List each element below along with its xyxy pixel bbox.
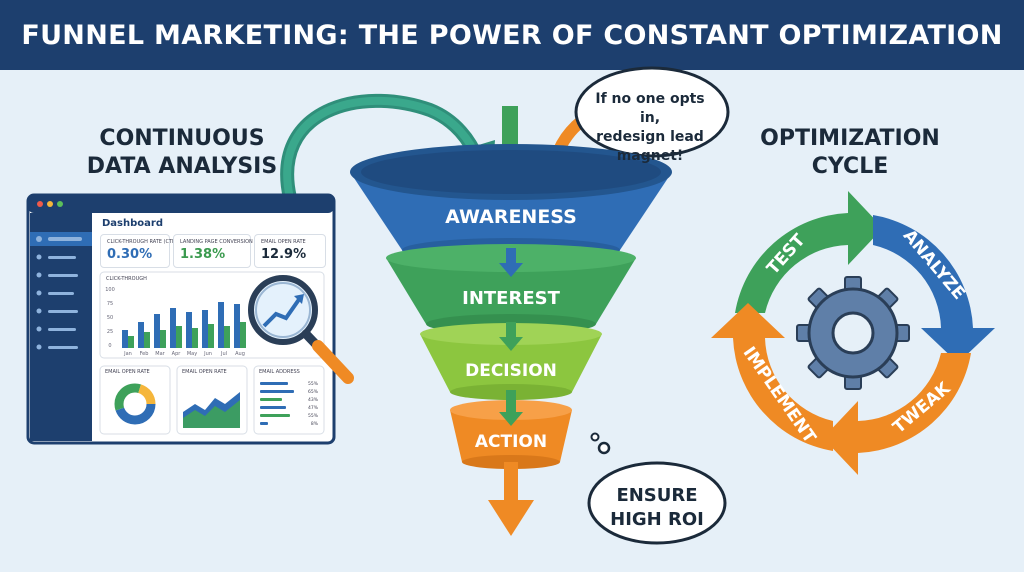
optimization-cycle-title: OPTIMIZATION CYCLE [740,125,960,181]
kpi-card-ctr: CLICK-THROUGH RATE (CTR) 0.30% [100,234,177,268]
page-header: FUNNEL MARKETING: THE POWER OF CONSTANT … [0,0,1024,70]
kpi-label: EMAIL OPEN RATE [261,239,306,245]
dashboard-y-tick: 100 [105,287,115,293]
dashboard-y-tick: 75 [107,301,113,307]
dashboard-y-tick: 50 [107,315,113,321]
page-title: FUNNEL MARKETING: THE POWER OF CONSTANT … [21,19,1003,51]
dashboard-month-label: Jun [203,351,212,357]
tip-line: magnet! [616,148,684,164]
bar-chart-label: CLICK-THROUGH [106,276,147,282]
dashboard-bar [234,304,240,348]
funnel-stage-action-shape [450,410,572,462]
kpi-value: 1.38% [180,247,226,262]
goal-bubble [587,461,727,545]
funnel-stage-decision: DECISION [465,361,557,381]
dashboard-bar [176,326,182,348]
funnel-stage-action: ACTION [474,432,548,452]
dashboard-y-tick: 0 [108,343,111,349]
dashboard-title: Dashboard [102,218,163,229]
funnel-stage-awareness: AWARENESS [445,206,577,228]
dashboard-month-label: Feb [140,351,149,357]
progress-bars: 55% 65% 43% 47% 55% 8% [260,381,319,427]
data-analysis-title-line2: DATA ANALYSIS [86,154,278,179]
dashboard-month-label: May [187,351,197,357]
dashboard-bar [224,326,230,348]
dashboard-bar-chart [122,302,246,348]
dashboard-bar [160,330,166,348]
dashboard-month-label: Jan [123,351,132,357]
kpi-label: LANDING PAGE CONVERSION RATE [180,239,267,245]
cycle-arrow-test [735,191,883,313]
funnel-stage-interest: INTEREST [462,288,560,309]
funnel-stage-interest-shape [386,258,636,324]
dashboard-bar [186,312,192,348]
dashboard-bar [192,328,198,348]
bottom-card-label: EMAIL OPEN RATE [182,369,227,375]
dashboard-month-label: Jul [220,351,227,357]
optimization-cycle [711,191,995,475]
progress-bar [260,390,294,393]
gear-icon [796,276,910,390]
output-arrow-shaft [504,462,518,506]
kpi-label: CLICK-THROUGH RATE (CTR) [107,239,178,245]
progress-bar-value: 47% [308,405,319,411]
dashboard-bar [170,308,176,348]
funnel-stage-decision-shape [420,334,602,392]
data-analysis-title-line1: CONTINUOUS [99,126,265,151]
cycle-arrow-implement [711,303,833,451]
dashboard-bar [240,322,246,348]
progress-bar [260,398,282,401]
cycle-arrow-tweak [823,353,971,475]
bottom-card-label: EMAIL OPEN RATE [105,369,150,375]
progress-bar [260,414,290,417]
cycle-arrow-analyze [873,215,995,363]
dashboard-month-labels: Jan Feb Mar Apr May Jun Jul Aug [123,351,245,357]
optimization-cycle-title-line2: CYCLE [811,154,889,179]
progress-bar-value: 55% [308,413,319,419]
dashboard-bar [218,302,224,348]
output-arrow-head [488,500,534,536]
kpi-card-landing: LANDING PAGE CONVERSION RATE 1.38% [173,234,267,268]
kpi-value: 0.30% [107,247,153,262]
dashboard-month-label: Apr [172,351,182,357]
progress-bar-value: 8% [311,421,319,427]
dashboard-y-ticks: 100 75 50 25 0 [105,287,115,349]
progress-bar [260,382,288,385]
progress-bar [260,406,286,409]
dashboard-y-tick: 25 [107,329,113,335]
optimization-cycle-title-line1: OPTIMIZATION [760,126,940,151]
tip-line: If no one opts in, [595,91,705,126]
progress-bar-value: 65% [308,389,319,395]
dashboard-month-label: Aug [235,351,245,357]
data-analysis-title: CONTINUOUS DATA ANALYSIS [72,125,292,181]
goal-line: ENSURE [616,485,698,506]
kpi-value: 12.9% [261,247,307,262]
goal-line: HIGH ROI [610,509,704,530]
donut-card [99,365,171,435]
dashboard-bar [208,324,214,348]
dashboard-bar [154,314,160,348]
bottom-card-label: EMAIL ADDRESS [259,369,300,375]
dashboard-bar [138,322,144,348]
progress-bar-value: 43% [308,397,319,403]
tip-line: redesign lead [596,129,704,145]
tip-bubble [574,66,730,158]
dashboard-bar [128,336,134,348]
dashboard-bar [144,332,150,348]
goal-bubble-text: ENSURE HIGH ROI [595,484,719,532]
kpi-card-email: EMAIL OPEN RATE 12.9% [254,234,326,268]
dashboard-bar [202,310,208,348]
progress-bar-value: 55% [308,381,319,387]
dashboard-bar [122,330,128,348]
tip-bubble-text: If no one opts in, redesign lead magnet! [584,90,716,166]
dashboard-month-label: Mar [155,351,165,357]
progress-bar [260,422,268,425]
magnifier-icon [248,275,318,345]
